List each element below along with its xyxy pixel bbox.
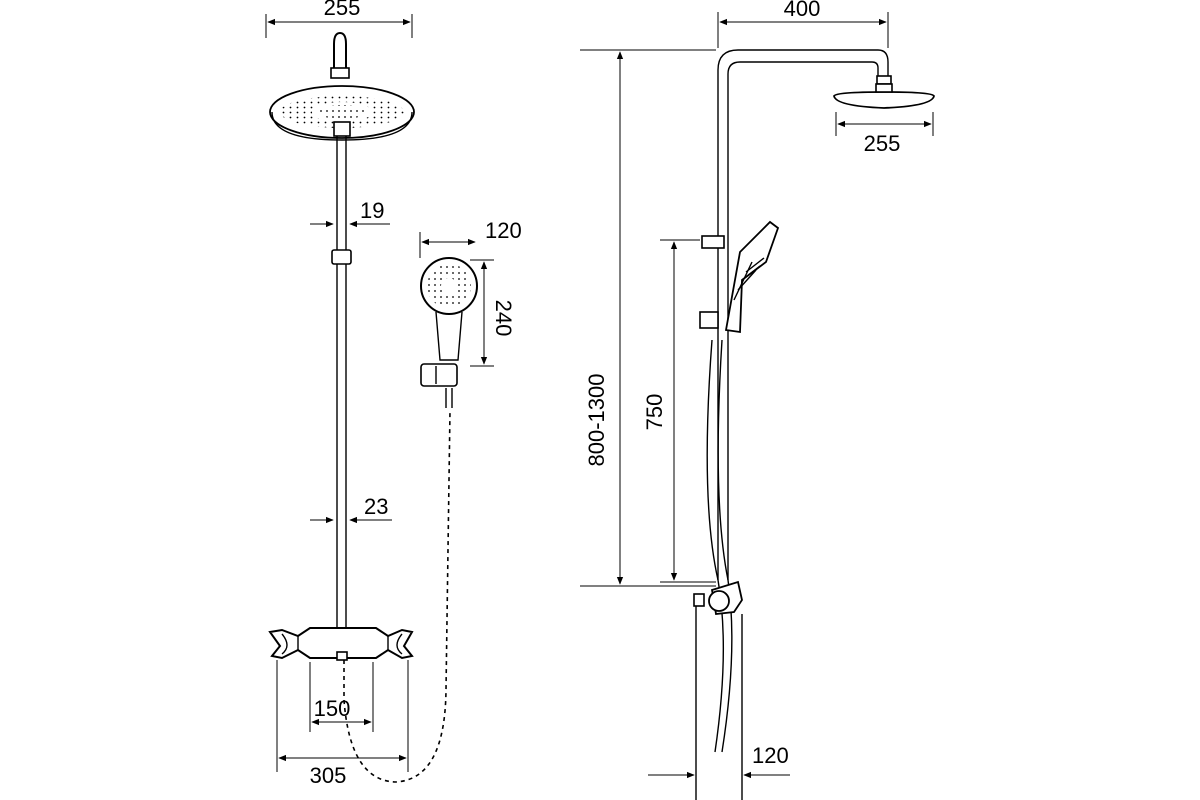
dim-label-800-1300: 800-1300 [584, 374, 609, 467]
overhead-shower-head [269, 85, 415, 141]
side-hand-shower [699, 220, 780, 334]
dim-front-head-diameter: 255 [265, 0, 413, 38]
dim-label-120-hand: 120 [485, 218, 522, 243]
hand-shower-head [420, 257, 478, 361]
side-hose [706, 339, 733, 753]
hand-shower-holder [420, 363, 458, 408]
dim-front-valve-150: 150 [309, 662, 374, 732]
dim-hand-head-120: 120 [419, 218, 522, 258]
dim-label-120-side: 120 [752, 743, 789, 768]
dim-label-305: 305 [310, 763, 347, 788]
dim-side-head-255: 255 [835, 112, 934, 156]
dim-front-valve-305: 305 [276, 660, 409, 788]
side-overhead-head [833, 83, 935, 109]
dim-side-height: 800-1300 [580, 49, 716, 587]
dim-front-rail-23: 23 [310, 494, 392, 524]
dim-front-rail-19: 19 [310, 198, 390, 228]
side-view: 255 400 800-1300 750 [580, 0, 935, 800]
side-valve-body [693, 580, 743, 615]
dim-label-19: 19 [360, 198, 384, 223]
thermostatic-valve [268, 627, 414, 661]
side-shower-arm [717, 49, 892, 580]
dim-label-150: 150 [314, 696, 351, 721]
dim-side-wall-120: 120 [648, 743, 790, 779]
dim-label-240: 240 [491, 300, 516, 337]
dim-label-23: 23 [364, 494, 388, 519]
hose-path [343, 409, 451, 783]
dim-hand-length-240: 240 [470, 259, 516, 367]
dim-label-255-side: 255 [864, 131, 901, 156]
hand-shower-view: 120 240 [419, 218, 522, 408]
front-view: 255 19 [265, 0, 451, 788]
front-riser-rail [331, 136, 352, 630]
dim-label-400: 400 [784, 0, 821, 21]
dim-side-rail-750: 750 [642, 239, 716, 583]
front-top-arm [330, 31, 350, 79]
dim-label-750: 750 [642, 394, 667, 431]
side-wall [695, 606, 743, 800]
dim-side-arm-400: 400 [717, 0, 889, 48]
dim-label-255-front: 255 [324, 0, 361, 20]
